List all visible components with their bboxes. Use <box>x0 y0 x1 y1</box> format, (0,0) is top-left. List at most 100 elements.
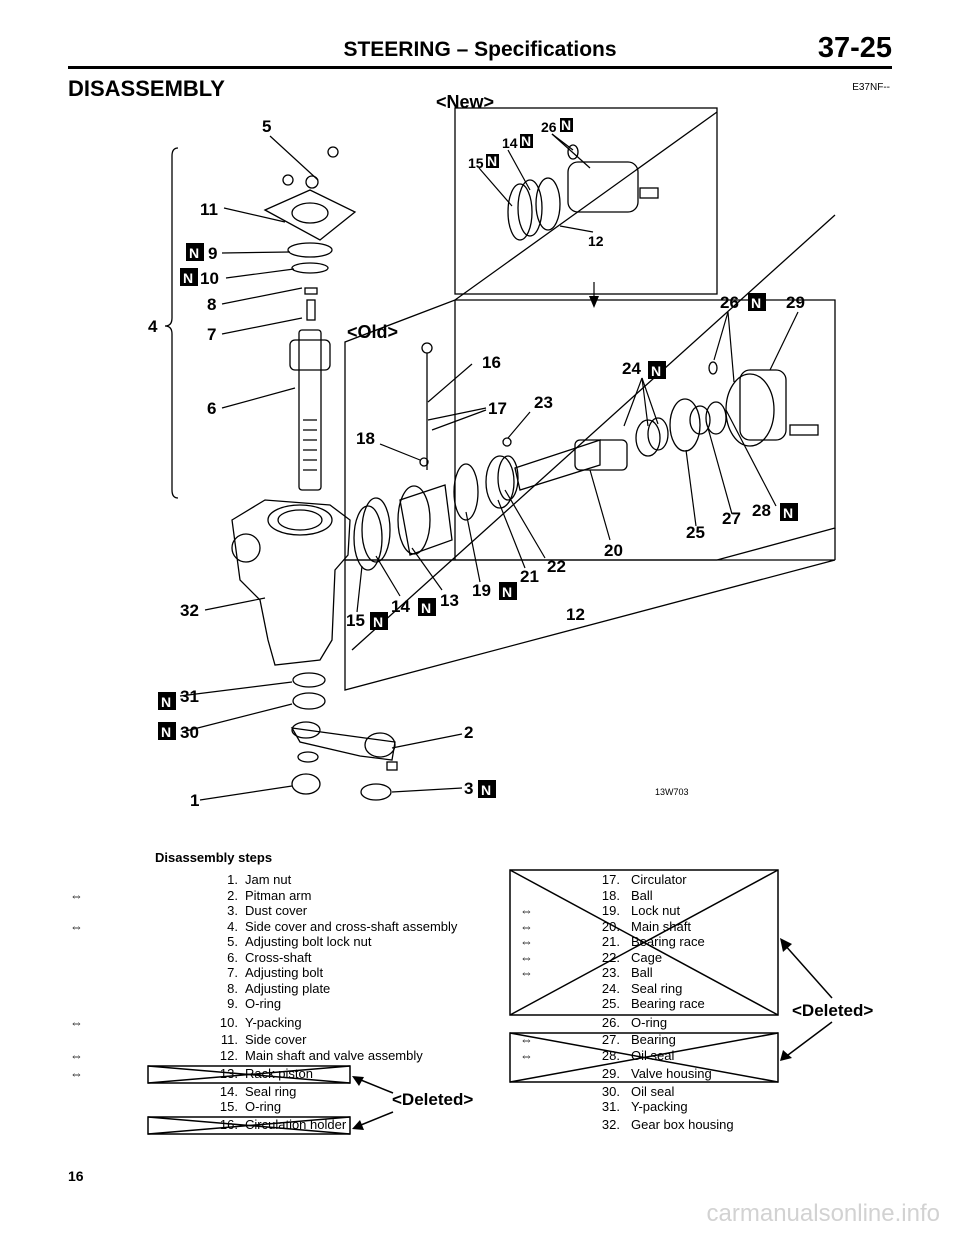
n-marker-15-new: N <box>486 153 499 169</box>
svg-text:N: N <box>183 270 193 286</box>
assembly-arrow-icon: ⇔ <box>520 934 533 949</box>
step-name: Bearing <box>631 1032 676 1047</box>
step-name: Side cover and cross-shaft assembly <box>245 918 458 934</box>
step-item: 15.O-ring <box>70 1099 470 1115</box>
step-number: 29. <box>601 1066 620 1081</box>
callout-4: 4 <box>148 317 158 336</box>
callout-7: 7 <box>207 325 216 344</box>
callout-20: 20 <box>604 541 623 560</box>
step-item: ⇔ 2. Pitman arm <box>70 888 470 904</box>
svg-text:N: N <box>161 694 171 710</box>
step-item: 30.Oil seal <box>520 1084 820 1100</box>
assembly-arrow-icon: ⇔ <box>70 1047 83 1063</box>
step-item: 29. Valve housing <box>520 1066 820 1082</box>
assembly-arrow-icon: ⇔ <box>520 903 533 918</box>
page-reference-number: 37-25 <box>817 32 892 64</box>
page-number: 16 <box>68 1168 84 1184</box>
step-number: 5. <box>227 934 238 949</box>
callout-1: 1 <box>190 791 199 810</box>
svg-text:N: N <box>481 782 491 798</box>
step-name: Y-packing <box>245 1014 302 1030</box>
step-number: 12. <box>219 1047 238 1063</box>
step-name: Pitman arm <box>245 887 312 903</box>
step-item: ⇔ 4. Side cover and cross-shaft assembly <box>70 919 470 935</box>
deleted-label-left: <Deleted> <box>392 1090 474 1109</box>
step-number: 14. <box>219 1083 238 1099</box>
step-name: Main shaft and valve assembly <box>245 1047 423 1063</box>
step-name: Valve housing <box>631 1066 712 1081</box>
step-name: Ball <box>631 965 653 980</box>
step-name: Oil seal <box>631 1083 675 1099</box>
deleted-box-27-29 <box>509 1032 779 1083</box>
assembly-arrow-icon: ⇔ <box>70 918 83 934</box>
step-item: 26.O-ring <box>520 1015 820 1031</box>
callout-12-new: 12 <box>588 233 604 249</box>
step-item: ⇔21.Bearing race <box>520 934 820 950</box>
step-name: Gear box housing <box>631 1116 734 1132</box>
step-name: Oil seal <box>631 1047 675 1063</box>
step-item: ⇔13.Rack piston <box>70 1066 470 1082</box>
step-name: Y-packing <box>631 1099 688 1114</box>
step-name: Adjusting plate <box>245 980 331 996</box>
callout-6: 6 <box>207 399 216 418</box>
deleted-box-16 <box>147 1116 351 1135</box>
step-name: Side cover <box>245 1032 307 1047</box>
callout-26-old: 26 <box>720 293 739 312</box>
n-marker-31: N <box>158 692 176 710</box>
assembly-arrow-icon: ⇔ <box>70 1066 83 1081</box>
n-marker-19: N <box>499 582 517 600</box>
svg-text:N: N <box>421 600 431 616</box>
callout-9: 9 <box>208 244 217 263</box>
svg-text:N: N <box>373 614 383 630</box>
step-number: 8. <box>227 980 238 996</box>
assembly-arrow-icon: ⇔ <box>70 1014 83 1030</box>
header-rule <box>68 66 892 69</box>
step-number: 18. <box>601 887 620 903</box>
assembly-arrow-icon: ⇔ <box>70 887 83 903</box>
deleted-box-17-25 <box>509 869 779 1016</box>
step-number: 32. <box>601 1116 620 1132</box>
step-name: Ball <box>631 887 653 903</box>
step-item: ⇔27.Bearing <box>520 1032 820 1048</box>
step-number: 4. <box>227 918 238 934</box>
step-item: 17.Circulator <box>520 872 820 888</box>
step-item: ⇔ 28. Oil seal <box>520 1048 820 1064</box>
disassembly-steps-title: Disassembly steps <box>155 850 273 865</box>
old-assembly-frame <box>344 299 836 561</box>
assembly-arrow-icon: ⇔ <box>520 1047 533 1063</box>
n-marker-14-new: N <box>520 133 533 149</box>
step-item: 7.Adjusting bolt <box>70 965 470 981</box>
step-name: Adjusting bolt lock nut <box>245 934 372 949</box>
n-marker-26-new: N <box>560 117 573 133</box>
step-name: Dust cover <box>245 903 308 918</box>
callout-28: 28 <box>752 501 771 520</box>
callout-17: 17 <box>488 399 507 418</box>
assembly-arrow-icon: ⇔ <box>520 918 533 934</box>
svg-text:N: N <box>189 245 199 261</box>
callout-29: 29 <box>786 293 805 312</box>
callout-27: 27 <box>722 509 741 528</box>
step-number: 20. <box>601 918 620 934</box>
step-number: 2. <box>227 887 238 903</box>
callout-21: 21 <box>520 567 539 586</box>
step-number: 17. <box>601 872 620 887</box>
pitman-arm-outline <box>290 727 396 761</box>
n-marker-3: N <box>478 780 496 798</box>
step-number: 9. <box>227 996 238 1011</box>
callout-13: 13 <box>440 591 459 610</box>
step-item: 6.Cross-shaft <box>70 950 470 966</box>
step-number: 3. <box>227 903 238 918</box>
step-number: 6. <box>227 949 238 965</box>
step-number: 28. <box>601 1047 620 1063</box>
callout-15-new: 15 <box>468 155 484 171</box>
callout-14-old: 14 <box>391 597 410 616</box>
callout-32: 32 <box>180 601 199 620</box>
svg-text:N: N <box>783 505 793 521</box>
step-name: Circulation holder <box>245 1116 347 1132</box>
svg-text:N: N <box>751 295 761 311</box>
step-name: Rack piston <box>245 1066 313 1081</box>
n-marker-30: N <box>158 722 176 740</box>
assembly-arrow-icon: ⇔ <box>520 949 533 965</box>
step-item: ⇔20.Main shaft <box>520 919 820 935</box>
